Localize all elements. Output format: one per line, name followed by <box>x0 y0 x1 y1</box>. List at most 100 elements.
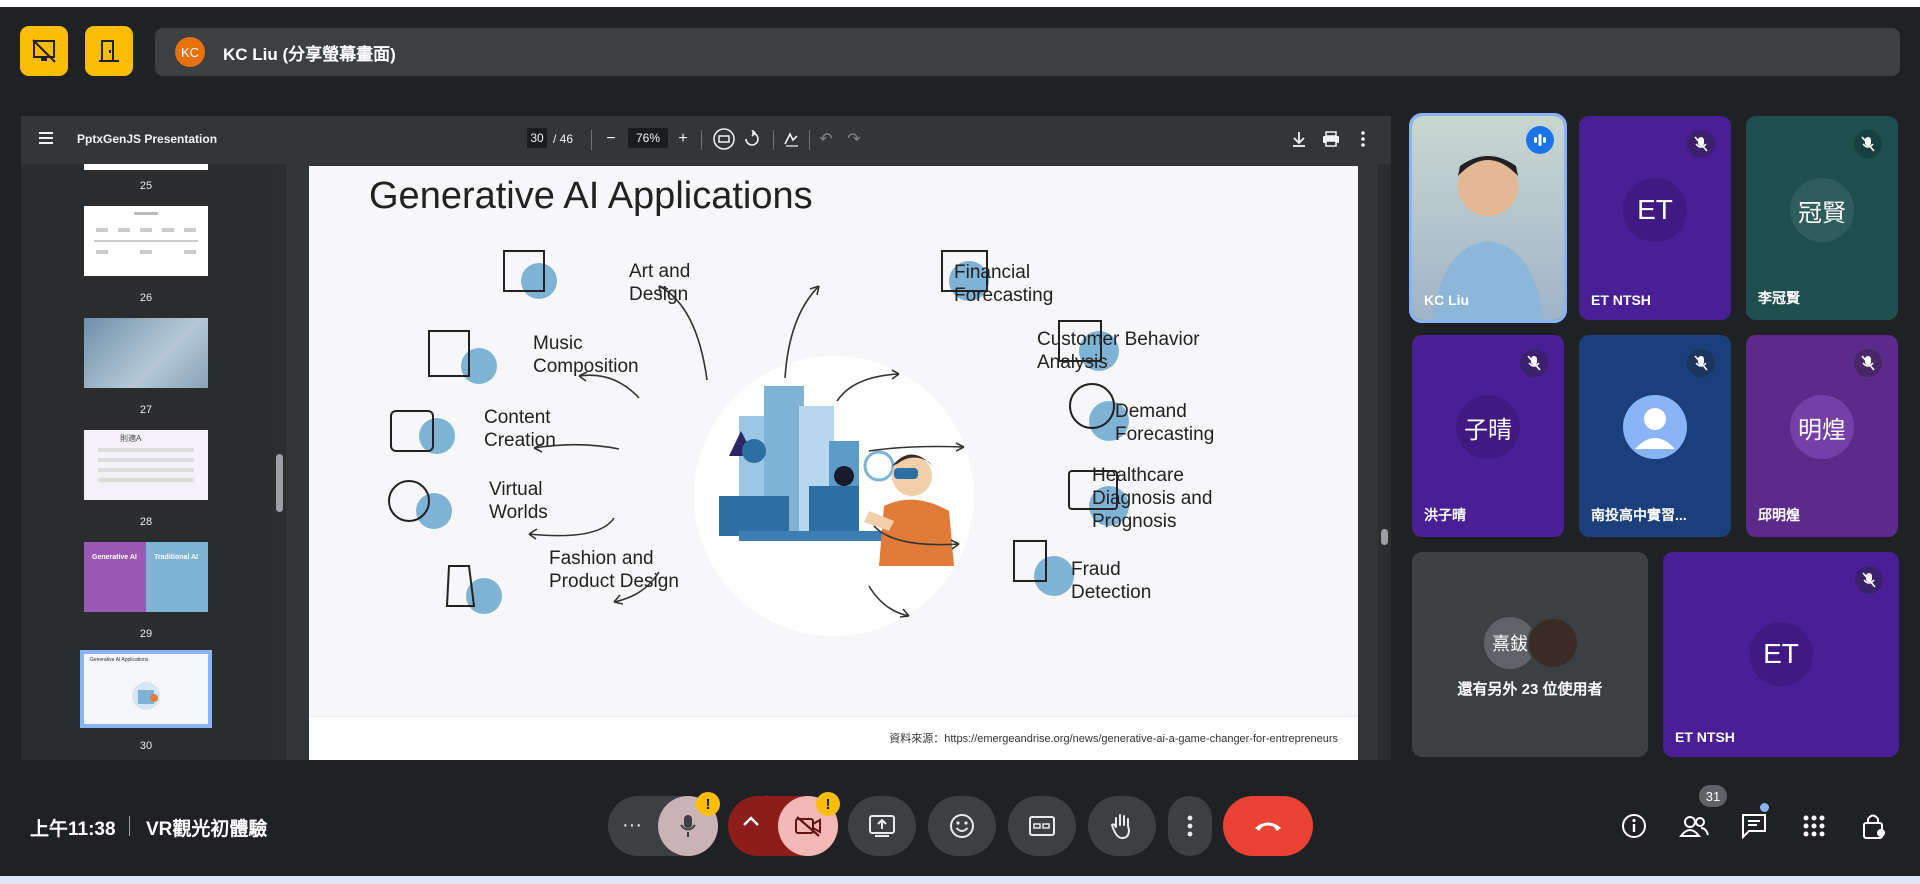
divider <box>773 130 774 150</box>
item-label: Design <box>629 284 688 305</box>
people-icon <box>1679 816 1709 837</box>
thumbnail-page-30-selected[interactable]: Generative AI Applications <box>80 650 212 728</box>
scroll-thumb[interactable] <box>276 454 283 512</box>
healthcare-icon <box>1068 470 1118 510</box>
video-group: ! <box>728 792 840 856</box>
more-vert-icon <box>1361 131 1365 147</box>
people-count-badge: 31 <box>1699 785 1727 807</box>
thumbnail-number: 29 <box>139 628 153 640</box>
people-button[interactable] <box>1679 811 1709 841</box>
item-label: Music <box>533 333 583 354</box>
sidebar-scrollbar[interactable] <box>273 164 286 760</box>
undo-button[interactable]: ↶ <box>814 127 838 151</box>
item-label: Financial <box>954 262 1030 283</box>
host-controls-button[interactable] <box>1859 811 1889 841</box>
meeting-info-button[interactable] <box>1619 811 1649 841</box>
captions-icon <box>1029 816 1055 836</box>
item-label: Composition <box>533 356 639 377</box>
minus-icon: − <box>606 130 616 147</box>
chat-button[interactable] <box>1739 811 1769 841</box>
thumbnail-page-28[interactable]: 則適A <box>84 430 208 500</box>
item-label: Worlds <box>489 502 548 523</box>
item-label: Customer Behavior <box>1037 329 1200 350</box>
mic-off-indicator <box>1687 130 1715 158</box>
participant-tile-li-guanxian[interactable]: 冠賢 李冠賢 <box>1746 116 1898 320</box>
thumbnail-page-26[interactable] <box>84 206 208 276</box>
thumbnail-image <box>132 682 160 710</box>
mic-off-indicator <box>1855 566 1883 594</box>
mic-off-indicator <box>1687 349 1715 377</box>
mic-off-icon <box>1861 355 1875 371</box>
room-door-button[interactable] <box>85 26 133 76</box>
art-design-icon <box>503 250 545 292</box>
more-options-button[interactable] <box>1168 796 1212 856</box>
draw-icon <box>784 132 798 147</box>
page-number-input[interactable]: 30 <box>527 128 547 148</box>
virtual-worlds-icon <box>388 480 430 522</box>
fraud-icon <box>1013 540 1047 582</box>
customer-icon <box>1058 320 1102 362</box>
presentation-off-icon <box>32 39 56 63</box>
avatar: 冠賢 <box>1790 178 1854 242</box>
item-label: Art and <box>629 261 690 282</box>
participant-tile-nantou[interactable]: 南投高中實習... <box>1579 335 1731 537</box>
item-label: Fashion and <box>549 548 654 569</box>
present-screen-button[interactable] <box>848 796 916 856</box>
participant-tile-qiu-minghuang[interactable]: 明煌 邱明煌 <box>1746 335 1898 537</box>
screen-share-banner: KC KC Liu (分享螢幕畫面) <box>155 28 1900 76</box>
redo-icon: ↷ <box>847 131 861 148</box>
redo-button[interactable]: ↷ <box>842 127 866 151</box>
emoji-button[interactable] <box>928 796 996 856</box>
avatar: 熹鈸 <box>1484 617 1536 669</box>
meeting-name: VR觀光初體驗 <box>146 819 268 840</box>
item-label: Content <box>484 407 551 428</box>
audio-options-button[interactable]: ··· <box>622 814 642 837</box>
thumbnail-page-27[interactable] <box>84 318 208 388</box>
participant-name: ET NTSH <box>1675 729 1735 745</box>
thumbnail-number: 30 <box>139 740 153 752</box>
slide-page: Generative AI Applications <box>309 166 1358 760</box>
source-text: 資料來源：https://emergeandrise.org/news/gene… <box>889 733 1338 745</box>
mic-off-indicator <box>1854 130 1882 158</box>
download-icon <box>1293 132 1305 147</box>
presentation-off-button[interactable] <box>20 26 68 76</box>
activities-button[interactable] <box>1799 811 1829 841</box>
avatar: ET <box>1749 622 1813 686</box>
mic-off-icon <box>1694 355 1708 371</box>
person-icon <box>1635 408 1675 449</box>
more-options-button[interactable] <box>1351 127 1375 151</box>
participant-tile-hong-ziqing[interactable]: 子晴 洪子晴 <box>1412 335 1564 537</box>
rotate-button[interactable] <box>740 127 764 151</box>
zoom-out-button[interactable]: − <box>599 127 623 151</box>
download-button[interactable] <box>1287 127 1311 151</box>
fit-page-button[interactable] <box>712 127 736 151</box>
item-label: Virtual <box>489 479 543 500</box>
divider <box>809 130 810 150</box>
mic-off-icon <box>1862 572 1876 588</box>
annotate-button[interactable] <box>780 127 804 151</box>
others-tile[interactable]: 熹鈸 還有另外 23 位使用者 <box>1412 552 1648 757</box>
scroll-thumb[interactable] <box>1381 529 1388 545</box>
mic-off-icon <box>1694 136 1708 152</box>
video-options-button[interactable] <box>742 814 760 832</box>
raise-hand-button[interactable] <box>1088 796 1156 856</box>
zoom-input[interactable]: 76% <box>628 128 668 148</box>
zoom-in-button[interactable]: + <box>671 127 695 151</box>
content-creation-icon <box>390 410 434 452</box>
participant-tile-et-ntsh[interactable]: ET ET NTSH <box>1579 116 1731 320</box>
avatar: 子晴 <box>1456 395 1520 459</box>
end-call-button[interactable] <box>1223 796 1313 856</box>
captions-button[interactable] <box>1008 796 1076 856</box>
participant-tile-et-ntsh-2[interactable]: ET ET NTSH <box>1663 552 1899 757</box>
slide-graphic: Generative AI Applications <box>369 175 1214 636</box>
document-scrollbar[interactable] <box>1378 164 1391 760</box>
thumbnail-page-29[interactable]: Generative AI Traditional AI <box>84 542 208 612</box>
avatar: 明煌 <box>1790 395 1854 459</box>
pdf-viewer: PptxGenJS Presentation 30 / 46 − 76% + ↶… <box>21 116 1391 760</box>
chevron-up-icon <box>743 816 759 826</box>
menu-icon[interactable] <box>39 132 53 144</box>
left-icons <box>388 250 557 614</box>
participant-tile-kc-liu[interactable]: KC Liu <box>1409 113 1567 323</box>
print-button[interactable] <box>1319 127 1343 151</box>
thumbnail-page-25[interactable] <box>84 164 208 170</box>
